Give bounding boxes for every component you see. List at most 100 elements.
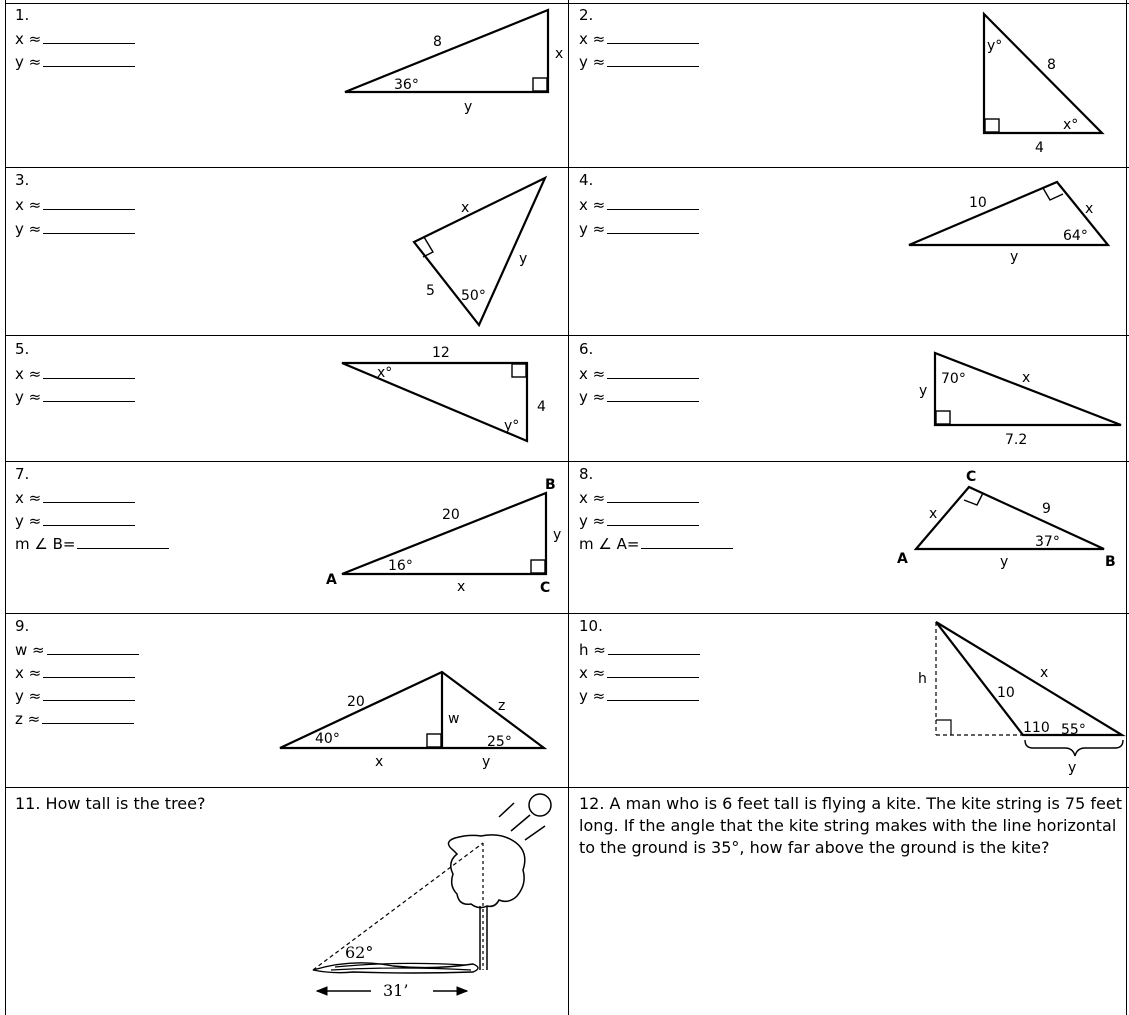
- label-hyp: 8: [433, 34, 442, 50]
- label-y: y: [482, 754, 490, 770]
- label-hyp: x: [1022, 370, 1030, 386]
- answer-line[interactable]: m ∠ A=: [579, 536, 734, 552]
- label-x: x: [555, 46, 563, 62]
- label-angle: 36°: [394, 77, 419, 93]
- label-angle: 37°: [1035, 534, 1060, 550]
- answer-line[interactable]: x ≈: [579, 31, 700, 47]
- label-angle1: 40°: [315, 731, 340, 747]
- answer-line[interactable]: y ≈: [15, 54, 136, 70]
- label-x: x: [375, 754, 383, 770]
- problem-10-number: 10.: [579, 617, 603, 635]
- label-side: 5: [426, 283, 435, 299]
- answer-line[interactable]: z ≈: [15, 711, 135, 727]
- label-x: x: [1085, 201, 1093, 217]
- label-hyp: 8: [1047, 57, 1056, 73]
- answer-line[interactable]: x ≈: [15, 490, 136, 506]
- label-top: 12: [432, 345, 450, 361]
- triangle-figure-6: 70° x y 7.2: [919, 351, 1122, 448]
- label-angle: 16°: [388, 558, 413, 574]
- answer-line[interactable]: y ≈: [579, 513, 700, 529]
- grid-line: [5, 613, 1129, 614]
- label-angle1: 110: [1023, 720, 1050, 736]
- label-x: x: [1040, 665, 1048, 681]
- problem-7-number: 7.: [15, 465, 30, 483]
- answer-line[interactable]: y ≈: [15, 513, 136, 529]
- problem-2-number: 2.: [579, 6, 594, 24]
- figures: 8 x y 36° y° 8 x° 4 x y 5 50° 10 x: [279, 8, 1126, 1000]
- grid-line: [5, 461, 1129, 462]
- label-base: 4: [1035, 140, 1044, 156]
- label-angle: x°: [1063, 117, 1078, 133]
- answer-line[interactable]: x ≈: [579, 490, 700, 506]
- label-side: 9: [1042, 501, 1051, 517]
- problem-1-number: 1.: [15, 6, 30, 24]
- label-x: x: [461, 200, 469, 216]
- grid-line: [5, 0, 6, 1015]
- label-y: y: [1000, 554, 1008, 570]
- answer-line[interactable]: m ∠ B=: [15, 536, 170, 552]
- question-11: 11. How tall is the tree?: [15, 794, 206, 813]
- distance-label: 31’: [383, 981, 408, 1000]
- label-y: y: [1010, 249, 1018, 265]
- label-x: x: [457, 579, 465, 595]
- answer-line[interactable]: x ≈: [579, 665, 700, 681]
- label-angle: 70°: [941, 371, 966, 387]
- label-x: x: [929, 506, 937, 522]
- answer-line[interactable]: x ≈: [579, 197, 700, 213]
- angle-label: 62°: [345, 943, 373, 962]
- label-y: y: [464, 99, 472, 115]
- answer-line[interactable]: y ≈: [579, 389, 700, 405]
- answer-line[interactable]: y ≈: [579, 221, 700, 237]
- label-z: z: [498, 698, 505, 714]
- problem-8-number: 8.: [579, 465, 594, 483]
- grid-line: [5, 167, 1129, 168]
- label-h: h: [918, 671, 927, 687]
- label-y: y: [519, 251, 527, 267]
- vertex-a: A: [326, 572, 337, 588]
- triangle-figure-5: 12 x° 4 y°: [341, 345, 546, 443]
- grid-line: [5, 335, 1129, 336]
- label-hyp: 20: [442, 507, 460, 523]
- triangle-figure-7: 20 y 16° x A B C: [326, 477, 561, 596]
- answer-line[interactable]: y ≈: [15, 389, 136, 405]
- grid-line: [5, 3, 1129, 4]
- question-12: 12. A man who is 6 feet tall is flying a…: [579, 794, 1122, 857]
- vertex-b: B: [545, 477, 556, 493]
- triangle-figure-10: h x 10 110 55° y: [918, 621, 1126, 776]
- answer-line[interactable]: h ≈: [579, 642, 700, 658]
- label-side: y: [919, 383, 927, 399]
- answer-line[interactable]: x ≈: [15, 31, 136, 47]
- label-y: y: [1068, 760, 1076, 776]
- answer-line[interactable]: y ≈: [579, 54, 700, 70]
- answer-line[interactable]: x ≈: [15, 665, 136, 681]
- answer-line[interactable]: y ≈: [15, 688, 136, 704]
- problem-9-number: 9.: [15, 617, 30, 635]
- worksheet-grid: 1. x ≈ y ≈ 2. x ≈ y ≈ 3. x ≈ y ≈ 4. x ≈ …: [5, 0, 1129, 1015]
- answer-line[interactable]: w ≈: [15, 642, 139, 658]
- label-y: y°: [987, 38, 1002, 54]
- answer-line[interactable]: x ≈: [15, 366, 136, 382]
- answer-line[interactable]: x ≈: [15, 197, 136, 213]
- answer-line[interactable]: y ≈: [15, 221, 136, 237]
- label-angle2: 25°: [487, 734, 512, 750]
- label-left: 20: [347, 694, 365, 710]
- grid-line: [1126, 0, 1127, 1015]
- triangle-figure-4: 10 x 64° y: [908, 180, 1111, 265]
- triangle-figure-2: y° 8 x° 4: [982, 11, 1105, 156]
- label-angle2: y°: [504, 418, 519, 434]
- grid-line: [568, 0, 569, 1015]
- label-side: 10: [969, 195, 987, 211]
- label-angle: 50°: [461, 288, 486, 304]
- label-angle: 64°: [1063, 228, 1088, 244]
- vertex-a: A: [897, 551, 908, 567]
- answer-line[interactable]: y ≈: [579, 688, 700, 704]
- triangle-figure-1: 8 x y 36°: [344, 8, 563, 115]
- vertex-c: C: [540, 580, 550, 596]
- answer-line[interactable]: x ≈: [579, 366, 700, 382]
- label-w: w: [448, 711, 459, 727]
- problem-6-number: 6.: [579, 340, 594, 358]
- vertex-b: B: [1105, 554, 1116, 570]
- label-base: 7.2: [1005, 432, 1027, 448]
- triangle-figure-3: x y 5 50°: [412, 175, 548, 328]
- grid-line: [5, 787, 1129, 788]
